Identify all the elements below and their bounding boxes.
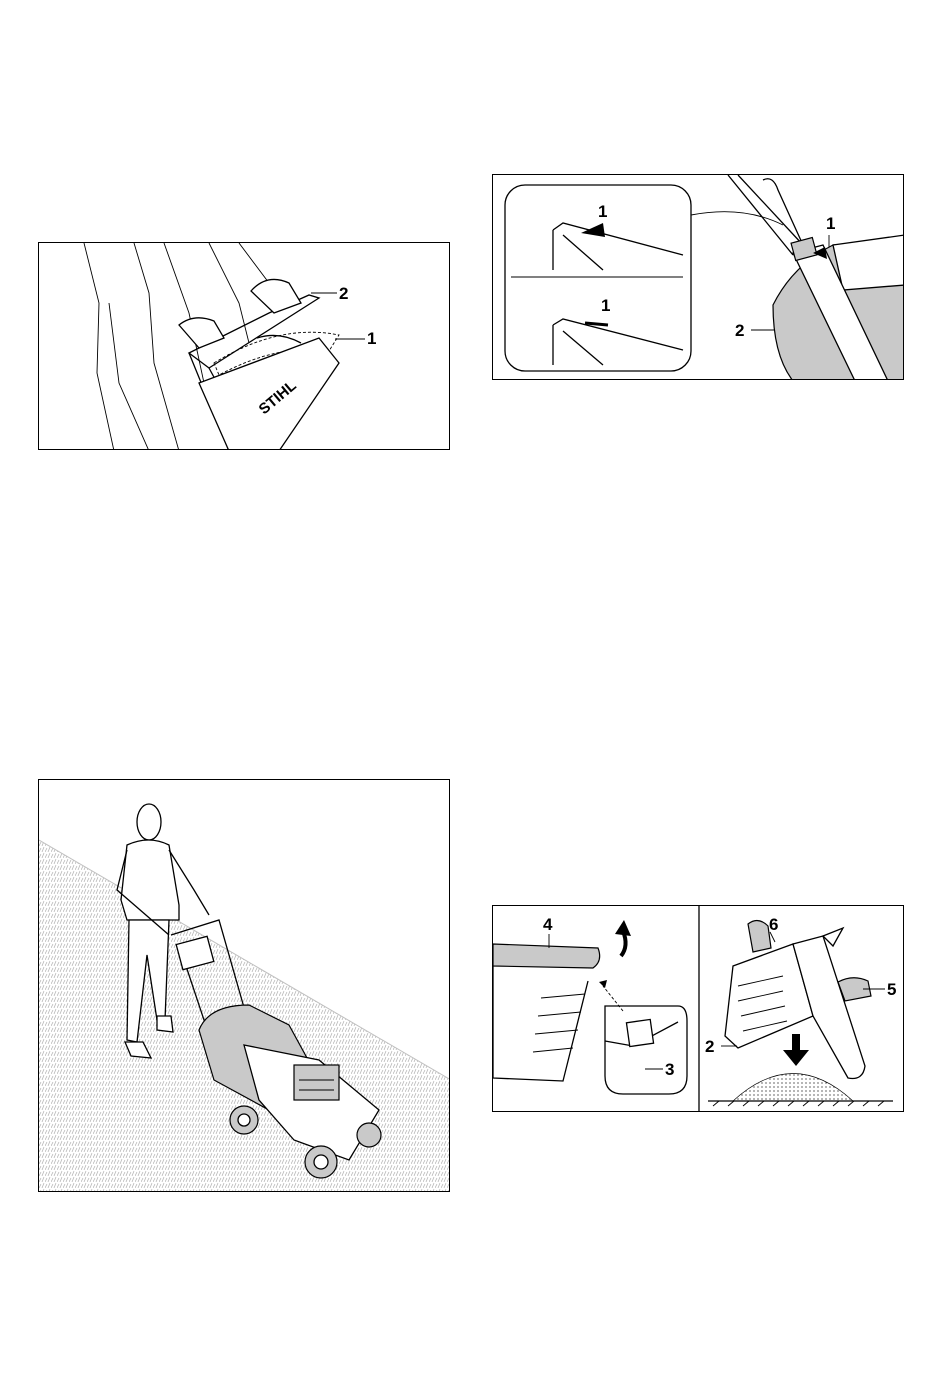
callout-4: 4 xyxy=(543,915,553,934)
callout-2: 2 xyxy=(339,284,348,303)
callout-3: 3 xyxy=(665,1060,674,1079)
callout-5: 5 xyxy=(887,980,896,999)
figure-catcher-indicator: 1 1 1 2 xyxy=(492,174,904,380)
callout-1: 1 xyxy=(367,329,376,348)
illustration-fill-indicator: 1 1 1 2 xyxy=(493,175,904,380)
illustration-emptying-catcher: 3 4 6 5 2 xyxy=(493,906,904,1112)
figure-handle-brake: STIHL 2 1 xyxy=(38,242,450,450)
callout-2: 2 xyxy=(705,1037,714,1056)
figure-emptying-catcher: 3 4 6 5 2 xyxy=(492,905,904,1112)
figure-mowing-slope xyxy=(38,779,450,1192)
callout-2: 2 xyxy=(735,321,744,340)
callout-6: 6 xyxy=(769,915,778,934)
callout-1-top: 1 xyxy=(598,202,607,221)
illustration-operator-handle: STIHL 2 1 xyxy=(39,243,450,450)
callout-1-bottom: 1 xyxy=(601,296,610,315)
illustration-mowing-slope xyxy=(39,780,450,1192)
callout-1-main: 1 xyxy=(826,214,835,233)
